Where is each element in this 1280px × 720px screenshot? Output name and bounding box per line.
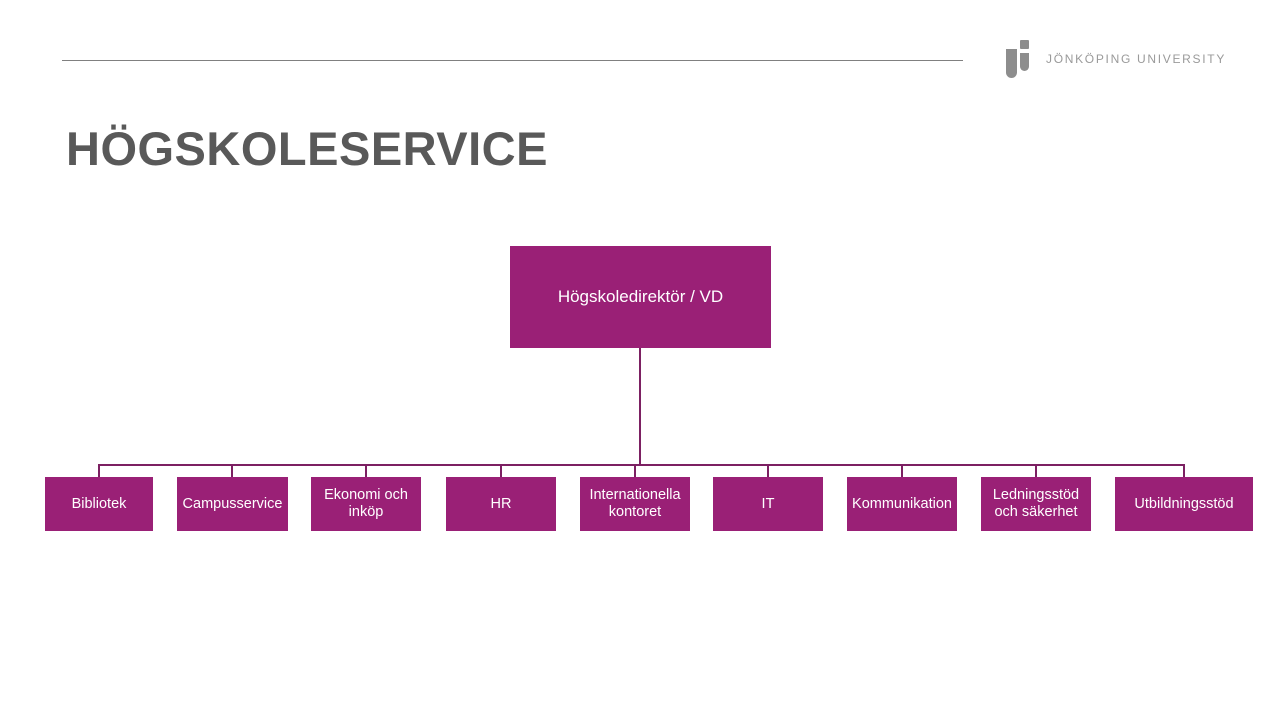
header-divider-line [62, 60, 963, 61]
org-box-label: Bibliotek [71, 495, 127, 512]
org-box-it: IT [713, 477, 823, 531]
org-box-label: Kommunikation [852, 495, 952, 512]
org-box-campusservice: Campusservice [177, 477, 288, 531]
connector-stub [231, 464, 233, 478]
org-box-bibliotek: Bibliotek [45, 477, 153, 531]
university-logo-text: JÖNKÖPING UNIVERSITY [1046, 52, 1227, 66]
connector-stub [901, 464, 903, 478]
connector-horizontal [98, 464, 1185, 466]
ju-icon-bar [1020, 53, 1029, 71]
org-box-label: Campusservice [182, 495, 283, 512]
connector-stub [1183, 464, 1185, 478]
university-logo: JÖNKÖPING UNIVERSITY [1006, 40, 1226, 78]
connector-stub [1035, 464, 1037, 478]
org-box-root: Högskoledirektör / VD [510, 246, 771, 348]
connector-stub [634, 464, 636, 478]
org-box-label: Utbildningsstöd [1134, 495, 1234, 512]
org-box-label: Ekonomi och inköp [324, 487, 408, 520]
org-box-kommunikation: Kommunikation [847, 477, 957, 531]
org-box-label: Internationella kontoret [589, 487, 681, 520]
org-box-label: Ledningsstöd och säkerhet [992, 487, 1080, 520]
org-box-label: IT [761, 495, 775, 512]
connector-root-vertical [639, 348, 641, 465]
org-box-internationella-kontoret: Internationella kontoret [580, 477, 690, 531]
slide-title: HÖGSKOLESERVICE [66, 122, 548, 175]
connector-stub [767, 464, 769, 478]
org-box-utbildningsstod: Utbildningsstöd [1115, 477, 1253, 531]
org-box-ekonomi-och-inkop: Ekonomi och inköp [311, 477, 421, 531]
org-box-ledningsstod-och-sakerhet: Ledningsstöd och säkerhet [981, 477, 1091, 531]
ju-icon-dot [1020, 40, 1029, 49]
connector-stub [98, 464, 100, 478]
ju-monogram-icon [1006, 40, 1033, 78]
org-box-hr: HR [446, 477, 556, 531]
org-box-label: HR [490, 495, 512, 512]
connector-stub [365, 464, 367, 478]
connector-stub [500, 464, 502, 478]
org-box-root-label: Högskoledirektör / VD [557, 287, 724, 306]
ju-icon-hook [1006, 49, 1017, 78]
